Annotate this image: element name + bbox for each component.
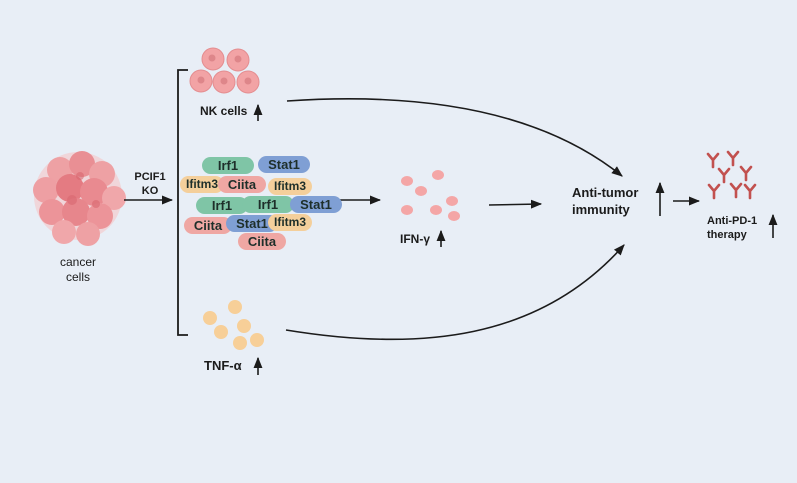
- nk-cells-label: NK cells: [200, 104, 248, 118]
- gene-ifitm3: Ifitm3: [268, 178, 312, 195]
- anti-pd1-therapy-label: Anti-PD-1 therapy: [707, 215, 758, 241]
- antibody-icon: [726, 150, 740, 167]
- ifn-to-immunity-arrow: [488, 199, 543, 209]
- bracket: [177, 69, 188, 336]
- anti-tumor-immunity-label: Anti-tumor immunity: [572, 185, 639, 217]
- antibody-icon: [707, 183, 721, 200]
- antibody-icon: [743, 183, 757, 200]
- antibody-icon: [729, 182, 743, 199]
- tnf-to-immunity-arrow: [285, 244, 625, 341]
- antibody-icon: [706, 152, 720, 169]
- pcif1-ko-label: PCIF1 KO: [134, 171, 166, 197]
- gene-ifitm3: Ifitm3: [268, 214, 312, 231]
- gene-irf1: Irf1: [202, 157, 254, 174]
- gene-irf1: Irf1: [196, 197, 248, 214]
- nk-to-immunity-arrow: [286, 98, 623, 177]
- gene-stat1: Stat1: [290, 196, 342, 213]
- gene-ciita: Ciita: [238, 233, 286, 250]
- gene-ifitm3: Ifitm3: [180, 176, 224, 193]
- cancer-cell-cluster: [33, 151, 126, 246]
- gene-ciita: Ciita: [184, 217, 232, 234]
- antibody-icons: [706, 150, 757, 200]
- tnf-alpha-label: TNF-α: [204, 358, 242, 373]
- gene-ciita: Ciita: [218, 176, 266, 193]
- ifn-gamma-molecules: [401, 170, 460, 221]
- cancer-cells-label: cancer cells: [59, 255, 97, 284]
- tnf-alpha-molecules: [203, 300, 264, 350]
- gene-stat1: Stat1: [258, 156, 310, 173]
- antibody-icon: [739, 165, 753, 182]
- gene-irf1: Irf1: [242, 196, 294, 213]
- ifn-gamma-label: IFN-γ: [400, 232, 430, 246]
- antibody-icon: [717, 167, 731, 184]
- gene-stat1: Stat1: [226, 215, 278, 232]
- nk-cells: [189, 47, 260, 94]
